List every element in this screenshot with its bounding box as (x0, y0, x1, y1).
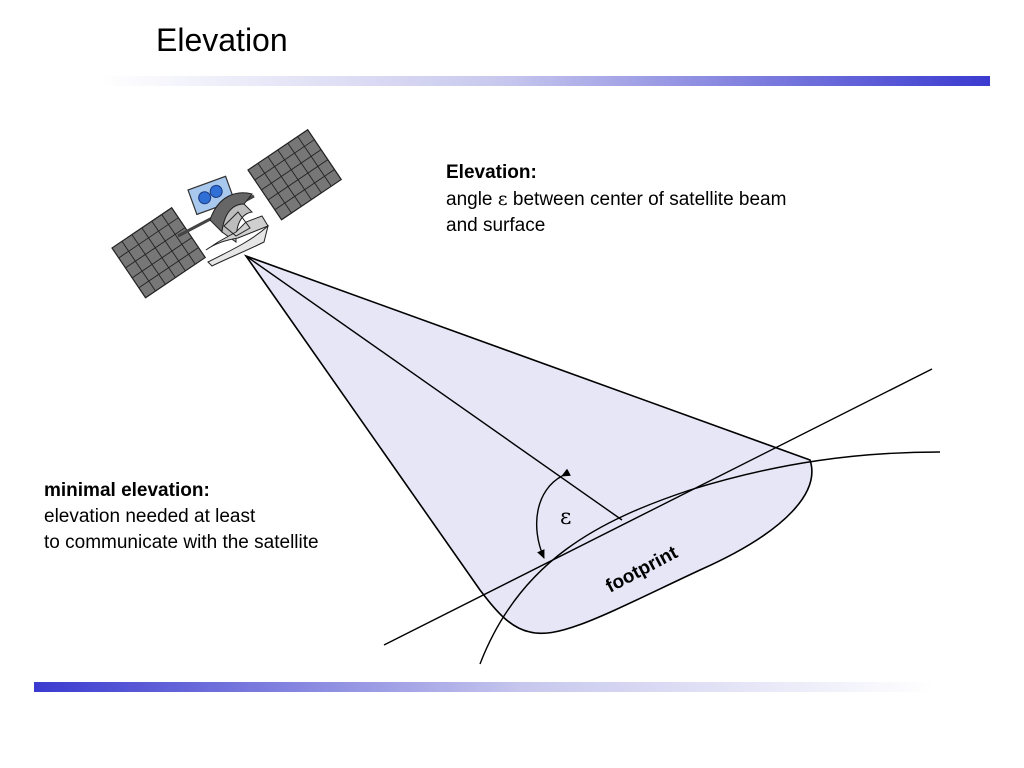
elevation-heading: Elevation: (446, 162, 537, 183)
slide-title: Elevation (156, 22, 288, 58)
footer-divider (34, 682, 934, 692)
elevation-line-1: angle ε between center of satellite beam (446, 186, 786, 213)
minimal-elevation-heading: minimal elevation: (44, 480, 210, 501)
elevation-line-1-suffix: between center of satellite beam (507, 189, 787, 210)
minimal-elevation-line-2: to communicate with the satellite (44, 532, 319, 553)
minimal-elevation-definition: minimal elevation: elevation needed at l… (44, 478, 319, 556)
elevation-line-2: and surface (446, 215, 546, 236)
angle-label: ε (560, 505, 571, 530)
horizon-tangent-line (383, 368, 933, 646)
beam-cone (243, 254, 813, 635)
epsilon-symbol: ε (497, 188, 508, 210)
earth-surface-curve (479, 451, 941, 665)
minimal-elevation-line-1: elevation needed at least (44, 506, 256, 527)
elevation-definition: Elevation: angle ε between center of sat… (446, 160, 786, 239)
elevation-angle-arc (535, 468, 571, 559)
satellite-icon (111, 128, 343, 299)
elevation-line-1-prefix: angle (446, 189, 498, 210)
title-divider (100, 76, 990, 86)
